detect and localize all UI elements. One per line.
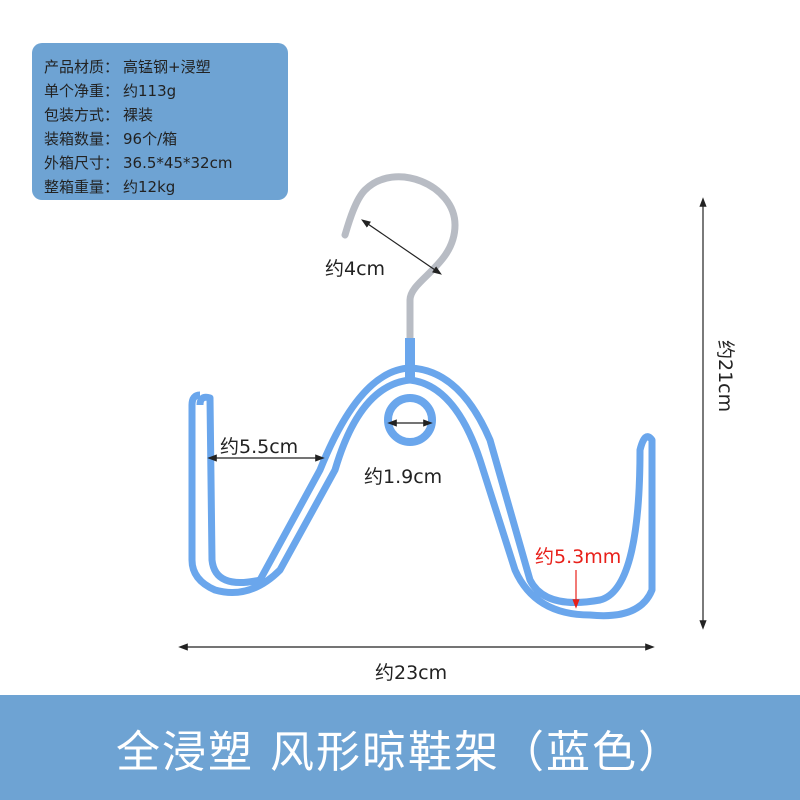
spec-value: 36.5*45*32cm: [123, 154, 233, 172]
height-label: 约21cm: [714, 340, 736, 413]
metal-hook: [341, 173, 459, 344]
center-loop: [384, 394, 436, 446]
spec-row: 外箱尺寸：36.5*45*32cm: [44, 151, 288, 175]
left-hook-size-label: 约5.5cm: [220, 436, 299, 458]
spec-row: 产品材质：高锰钢+浸塑: [44, 55, 288, 79]
loop-size-label: 约1.9cm: [364, 466, 443, 488]
spec-row: 单个净重：约113g: [44, 79, 288, 103]
spec-value: 裸装: [123, 106, 154, 124]
spec-value: 约113g: [123, 82, 177, 100]
spec-value: 约12kg: [123, 178, 176, 196]
spec-label: 装箱数量：: [44, 130, 120, 148]
spec-label: 外箱尺寸：: [44, 154, 120, 172]
spec-label: 整箱重量：: [44, 178, 120, 196]
product-title: 全浸塑 风形晾鞋架（蓝色）: [116, 726, 684, 778]
spec-row: 包装方式：裸装: [44, 103, 288, 127]
hook-size-label: 约4cm: [325, 258, 386, 280]
hanger-wire: [188, 364, 656, 620]
spec-label: 单个净重：: [44, 82, 120, 100]
spec-row: 整箱重量：约12kg: [44, 175, 288, 199]
hook-dimension-line: [361, 219, 442, 275]
width-label: 约23cm: [375, 662, 448, 684]
spec-label: 产品材质：: [44, 58, 120, 76]
product-title-banner: 全浸塑 风形晾鞋架（蓝色）: [0, 695, 800, 800]
spec-row: 装箱数量：96个/箱: [44, 127, 288, 151]
spec-label: 包装方式：: [44, 106, 120, 124]
spec-panel: 产品材质：高锰钢+浸塑 单个净重：约113g 包装方式：裸装 装箱数量：96个/…: [32, 43, 288, 200]
spec-value: 高锰钢+浸塑: [123, 58, 211, 76]
wire-size-label: 约5.3mm: [535, 546, 622, 568]
spec-value: 96个/箱: [123, 130, 178, 148]
